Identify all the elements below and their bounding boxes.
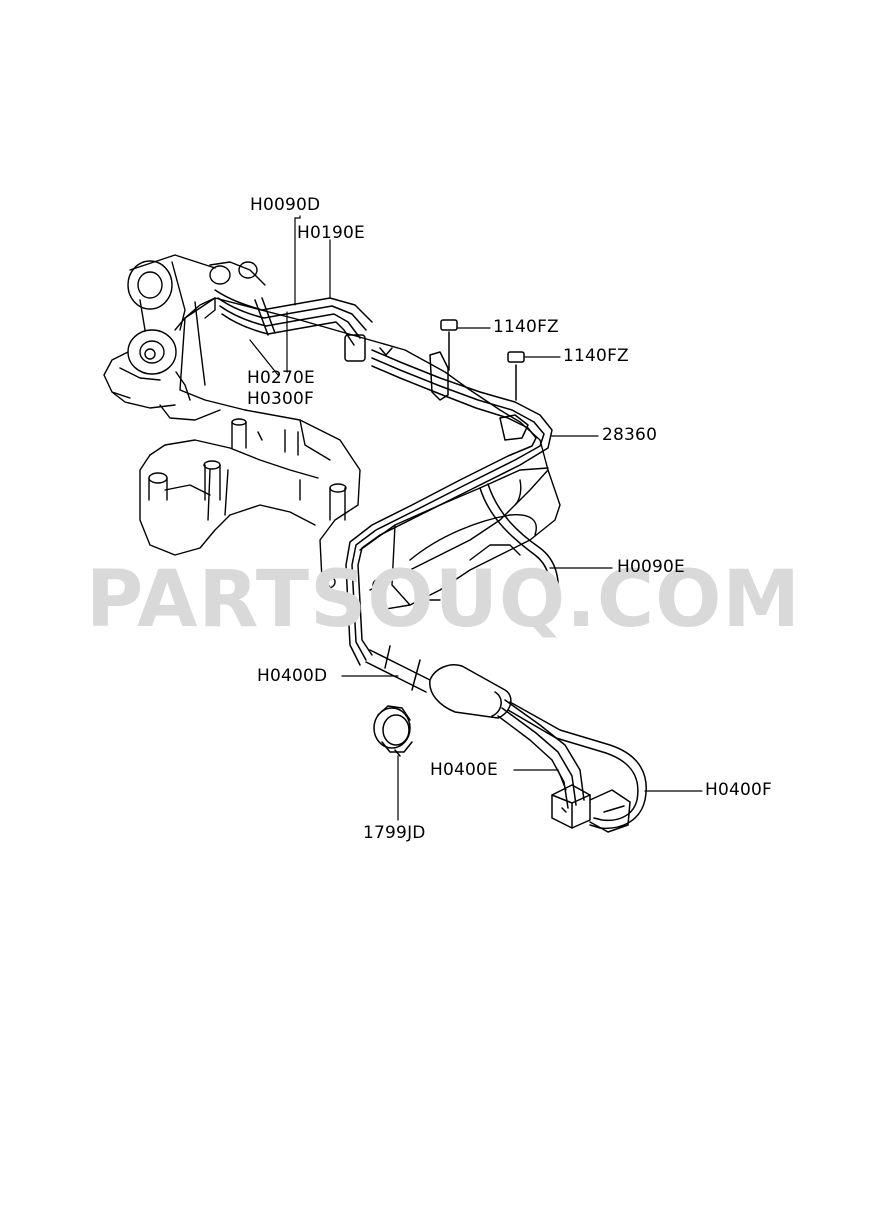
callout-1799jd: 1799JD bbox=[363, 823, 426, 843]
callout-h0400f: H0400F bbox=[705, 780, 773, 800]
hose-clamp-drawing bbox=[373, 705, 413, 757]
callout-1140fz-upper: 1140FZ bbox=[493, 317, 559, 337]
callout-h0400d: H0400D bbox=[257, 666, 328, 686]
vacuum-pipe-assembly bbox=[214, 289, 647, 833]
callout-h0090d: H0090D bbox=[250, 195, 321, 215]
intake-manifold-drawing bbox=[139, 297, 561, 611]
callout-h0190e: H0190E bbox=[297, 223, 365, 243]
callout-h0400e: H0400E bbox=[430, 760, 498, 780]
callout-h0300f: H0300F bbox=[247, 389, 315, 409]
throttle-body-drawing bbox=[103, 254, 266, 421]
callout-1140fz-lower: 1140FZ bbox=[563, 346, 629, 366]
callout-28360: 28360 bbox=[602, 425, 658, 445]
callout-h0270e: H0270E bbox=[247, 368, 315, 388]
leader-lines bbox=[249, 215, 703, 821]
callout-h0090e: H0090E bbox=[617, 557, 685, 577]
